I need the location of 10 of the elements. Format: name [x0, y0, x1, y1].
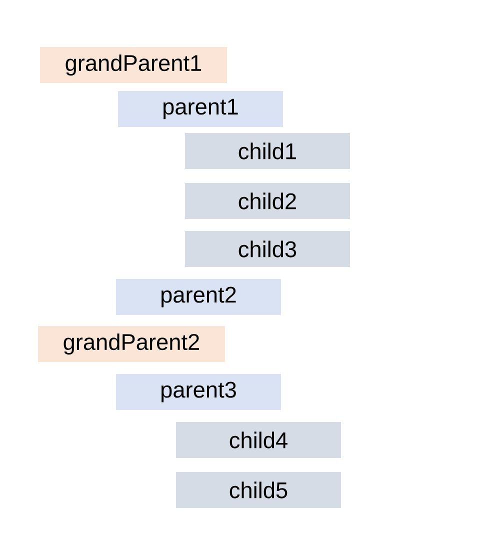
label-box: grandParent2 — [38, 326, 225, 362]
label-box: child3 — [185, 231, 350, 267]
label-box: parent3 — [116, 374, 281, 410]
label-box: grandParent1 — [40, 47, 227, 83]
label-box: child1 — [185, 133, 350, 169]
label-box: child5 — [176, 472, 341, 508]
label-box: child2 — [185, 183, 350, 219]
label-box: child4 — [176, 422, 341, 458]
label-box: parent2 — [116, 279, 281, 315]
label-box: parent1 — [118, 91, 283, 127]
